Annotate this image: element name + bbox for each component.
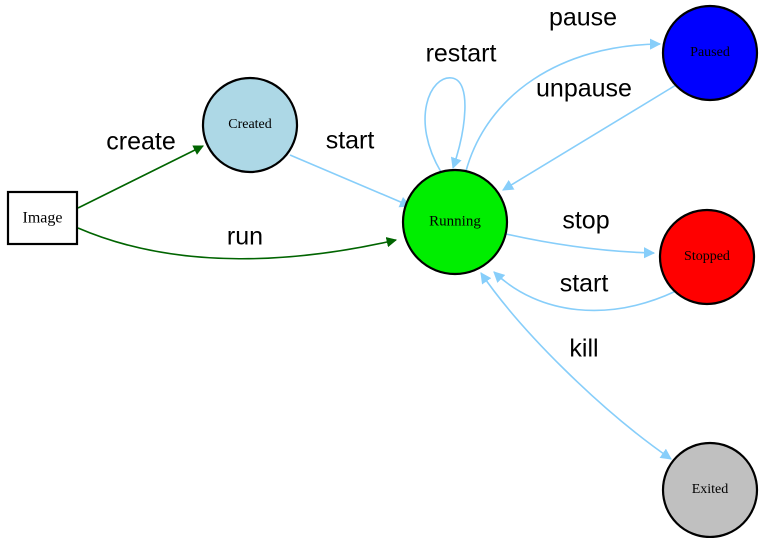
node-exited[interactable]: Exited (661, 441, 759, 538)
node-created[interactable]: Created (201, 76, 299, 174)
edge-restart-path (424, 77, 466, 173)
node-exited-shape (661, 441, 759, 538)
node-paused-label: Paused (690, 45, 730, 60)
edge-label-start-created: start (326, 127, 375, 155)
edge-label-kill: kill (569, 335, 598, 363)
edge-pause-path (465, 38, 662, 172)
edge-restart[interactable]: restart (424, 40, 497, 173)
edge-start-stopped[interactable]: start (493, 270, 677, 312)
node-stopped-label: Stopped (684, 249, 730, 264)
edge-unpause-path (502, 84, 677, 191)
edge-run[interactable]: run (77, 223, 398, 260)
edge-label-unpause: unpause (536, 75, 632, 103)
edge-create-path (77, 145, 204, 209)
edge-label-restart: restart (426, 40, 497, 68)
node-running-shape (401, 168, 509, 276)
edge-label-run: run (227, 223, 263, 251)
node-paused[interactable]: Paused (661, 4, 759, 102)
node-stopped[interactable]: Stopped (658, 208, 756, 306)
edge-label-create: create (106, 128, 175, 156)
node-created-label: Created (228, 117, 272, 132)
node-image[interactable]: Image (6, 190, 79, 246)
edge-create[interactable]: create (77, 128, 204, 209)
node-running[interactable]: Running (401, 168, 509, 276)
node-exited-label: Exited (692, 482, 729, 497)
edge-start-created-path (289, 154, 412, 208)
edge-run-path (77, 227, 398, 260)
edge-label-stop: stop (562, 207, 609, 235)
edge-label-pause: pause (549, 4, 617, 32)
edge-kill[interactable]: kill (480, 272, 672, 460)
node-stopped-shape (658, 208, 756, 306)
edge-stop-path (505, 233, 656, 259)
edge-label-start-stopped: start (560, 270, 609, 298)
edge-stop[interactable]: stop (505, 207, 656, 259)
node-running-label: Running (429, 213, 481, 229)
edge-pause[interactable]: pause (465, 4, 662, 172)
node-created-shape (201, 76, 299, 174)
node-paused-shape (661, 4, 759, 102)
edge-unpause[interactable]: unpause (502, 75, 677, 191)
node-image-label: Image (23, 210, 63, 227)
edge-kill-path (480, 272, 672, 460)
node-image-shape (6, 190, 79, 246)
edge-start-created[interactable]: start (289, 127, 412, 208)
